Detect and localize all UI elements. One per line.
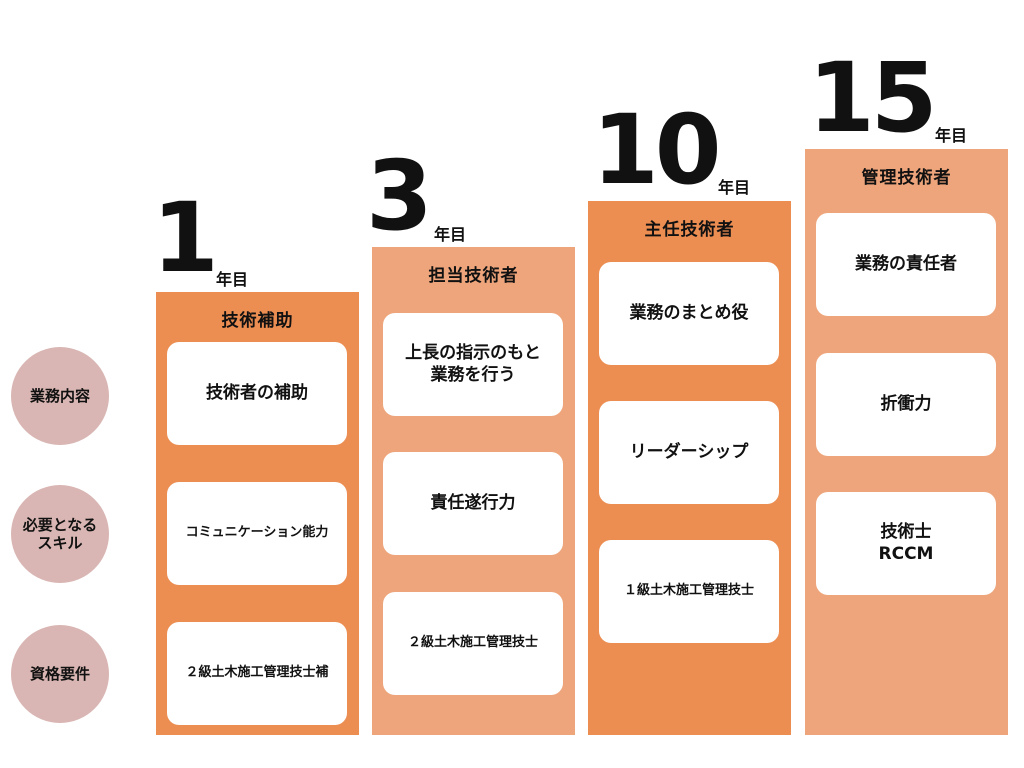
column-title: 担当技術者 bbox=[428, 266, 519, 286]
year-3-number: 3 bbox=[366, 140, 433, 252]
card-qualifications: 技術士 RCCM bbox=[816, 492, 996, 595]
year-1-number: 1 bbox=[152, 182, 219, 294]
card-duties: 業務の責任者 bbox=[816, 213, 996, 316]
column-year-1: 技術補助 技術者の補助 コミュニケーション能力 ２級土木施工管理技士補 bbox=[156, 292, 359, 735]
column-year-10: 主任技術者 業務のまとめ役 リーダーシップ １級土木施工管理技士 bbox=[588, 201, 791, 735]
year-1-suffix: 年目 bbox=[216, 270, 249, 289]
column-year-15: 管理技術者 業務の責任者 折衝力 技術士 RCCM bbox=[805, 149, 1008, 735]
card-qualifications: ２級土木施工管理技士補 bbox=[167, 622, 347, 725]
year-3-suffix: 年目 bbox=[434, 225, 467, 244]
year-10-number: 10 bbox=[592, 94, 722, 206]
year-10-suffix: 年目 bbox=[718, 178, 751, 197]
card-qualifications: ２級土木施工管理技士 bbox=[383, 592, 563, 695]
row-label-duties: 業務内容 bbox=[11, 347, 109, 445]
card-qualifications: １級土木施工管理技士 bbox=[599, 540, 779, 643]
card-duties: 上長の指示のもと 業務を行う bbox=[383, 313, 563, 416]
column-title: 主任技術者 bbox=[644, 220, 735, 240]
year-15-number: 15 bbox=[808, 42, 938, 154]
column-year-3: 担当技術者 上長の指示のもと 業務を行う 責任遂行力 ２級土木施工管理技士 bbox=[372, 247, 575, 735]
card-duties: 技術者の補助 bbox=[167, 342, 347, 445]
card-skills: コミュニケーション能力 bbox=[167, 482, 347, 585]
year-15-suffix: 年目 bbox=[935, 126, 968, 145]
column-title: 管理技術者 bbox=[861, 168, 952, 188]
card-skills: リーダーシップ bbox=[599, 401, 779, 504]
column-title: 技術補助 bbox=[221, 311, 294, 331]
card-skills: 折衝力 bbox=[816, 353, 996, 456]
row-label-qualifications: 資格要件 bbox=[11, 625, 109, 723]
card-skills: 責任遂行力 bbox=[383, 452, 563, 555]
card-duties: 業務のまとめ役 bbox=[599, 262, 779, 365]
row-label-skills: 必要となる スキル bbox=[11, 485, 109, 583]
